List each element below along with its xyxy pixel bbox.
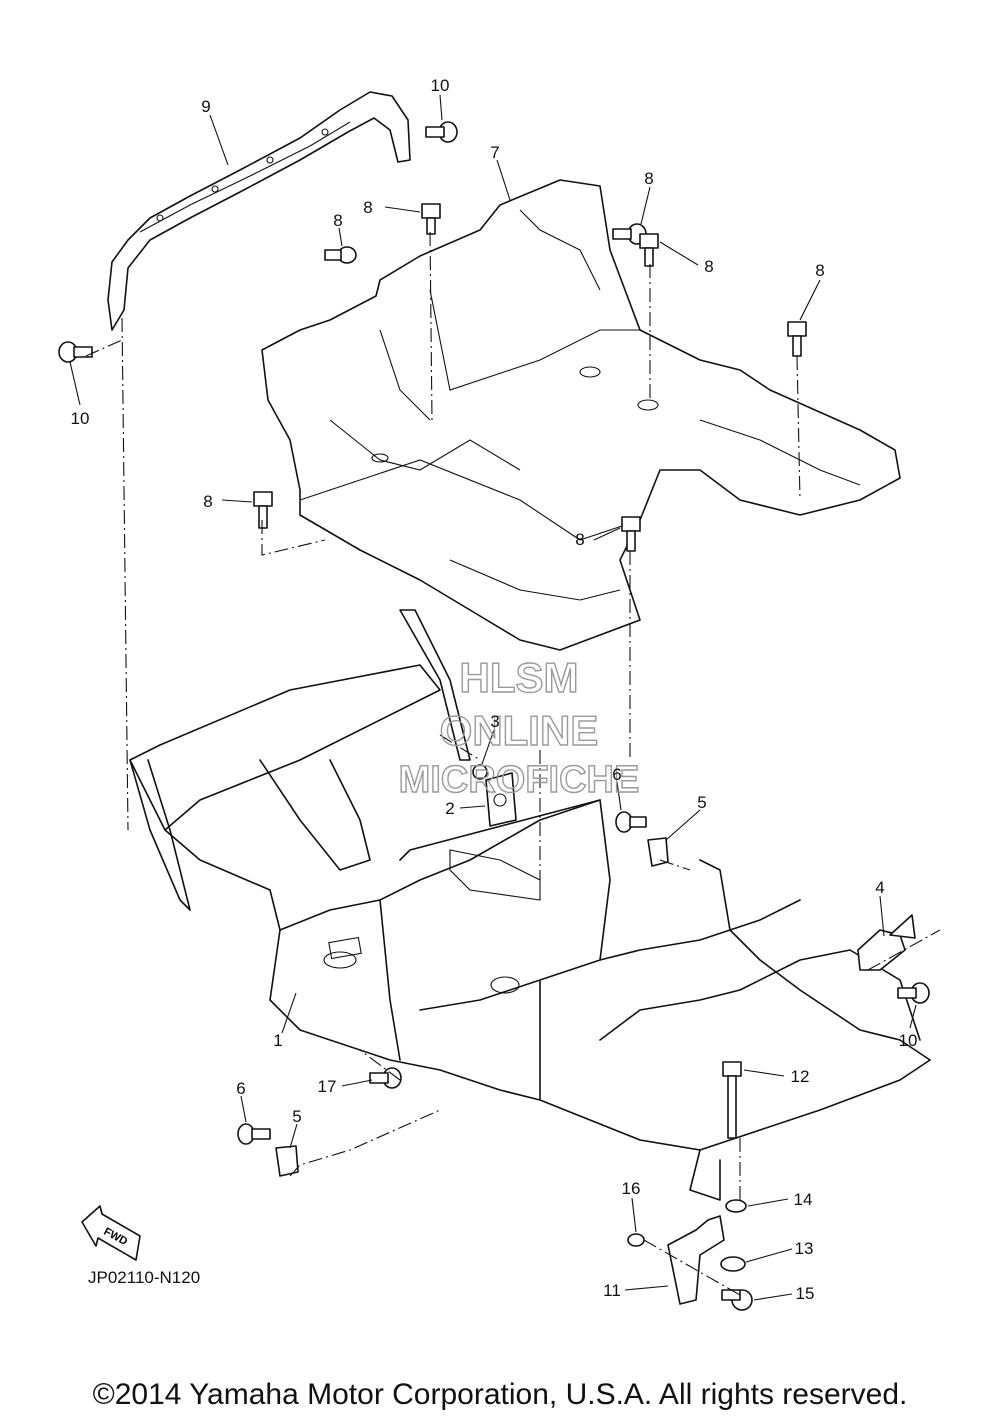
part-12-bolt — [722, 1061, 742, 1139]
callout-part-14: 14 — [794, 1190, 813, 1209]
part-9-bracket — [107, 91, 411, 331]
callout-part-12: 12 — [791, 1067, 810, 1086]
part-2-plate — [485, 772, 517, 827]
callout-part-10-top: 10 — [431, 76, 450, 95]
callout-part-9: 9 — [201, 97, 210, 116]
callout-part-5-upper: 5 — [697, 793, 706, 812]
callout-part-17: 17 — [318, 1077, 337, 1096]
callout-part-15: 15 — [796, 1284, 815, 1303]
callout-part-8-a: 8 — [363, 198, 372, 217]
part-1-main-frame — [129, 609, 931, 1201]
diagram-reference-code: JP02110-N120 — [88, 1268, 201, 1287]
leader-lines — [69, 94, 917, 1301]
watermark: HLSM ONLINE MICROFICHE — [398, 653, 640, 801]
callout-part-8-c: 8 — [644, 169, 653, 188]
part-4-bracket — [857, 914, 916, 971]
part-5-clip-upper — [647, 837, 669, 867]
callout-part-8-b: 8 — [333, 211, 342, 230]
part-5-clip-lower — [275, 1145, 299, 1177]
fwd-arrow-icon: FWD — [81, 1205, 141, 1261]
callout-part-1: 1 — [273, 1031, 282, 1050]
copyright-notice: ©2014 Yamaha Motor Corporation, U.S.A. A… — [92, 1378, 908, 1411]
part-8-bolts — [253, 203, 807, 552]
part-16-damper — [627, 1233, 645, 1247]
part-11-bracket — [667, 1215, 725, 1305]
callout-part-2: 2 — [445, 799, 454, 818]
part-15-bolt — [721, 1289, 753, 1311]
callout-part-13: 13 — [795, 1239, 814, 1258]
watermark-line-3: MICROFICHE — [399, 759, 640, 801]
part-6-bolt-upper — [615, 811, 647, 833]
callout-part-8-f: 8 — [203, 492, 212, 511]
callout-part-10-left: 10 — [71, 409, 90, 428]
part-17-bolt — [369, 1067, 402, 1089]
callout-part-8-e: 8 — [815, 261, 824, 280]
callout-part-6-upper: 6 — [612, 765, 621, 784]
callout-part-6-lower: 6 — [236, 1079, 245, 1098]
part-7-body-tub — [261, 179, 901, 651]
watermark-line-2: ONLINE — [440, 707, 599, 754]
part-13-collar — [720, 1256, 746, 1272]
callouts: 1 2 3 4 5 5 6 6 7 8 8 8 8 8 8 8 9 10 10 … — [71, 76, 918, 1303]
callout-part-7: 7 — [490, 143, 499, 162]
part-6-bolt-lower — [237, 1123, 271, 1145]
watermark-line-1: HLSM — [460, 654, 579, 701]
callout-part-8-d: 8 — [704, 257, 713, 276]
callout-part-3: 3 — [490, 712, 499, 731]
part-14-damper — [725, 1199, 747, 1213]
part-3-nut — [472, 764, 488, 780]
callout-part-5-lower: 5 — [292, 1107, 301, 1126]
assembly-lines — [85, 231, 941, 1296]
callout-part-4: 4 — [875, 878, 884, 897]
callout-part-11: 11 — [603, 1281, 621, 1300]
callout-part-10-right: 10 — [899, 1031, 918, 1050]
callout-part-16: 16 — [622, 1179, 641, 1198]
callout-part-8-g: 8 — [575, 530, 584, 549]
part-10-bolts — [58, 121, 930, 1004]
